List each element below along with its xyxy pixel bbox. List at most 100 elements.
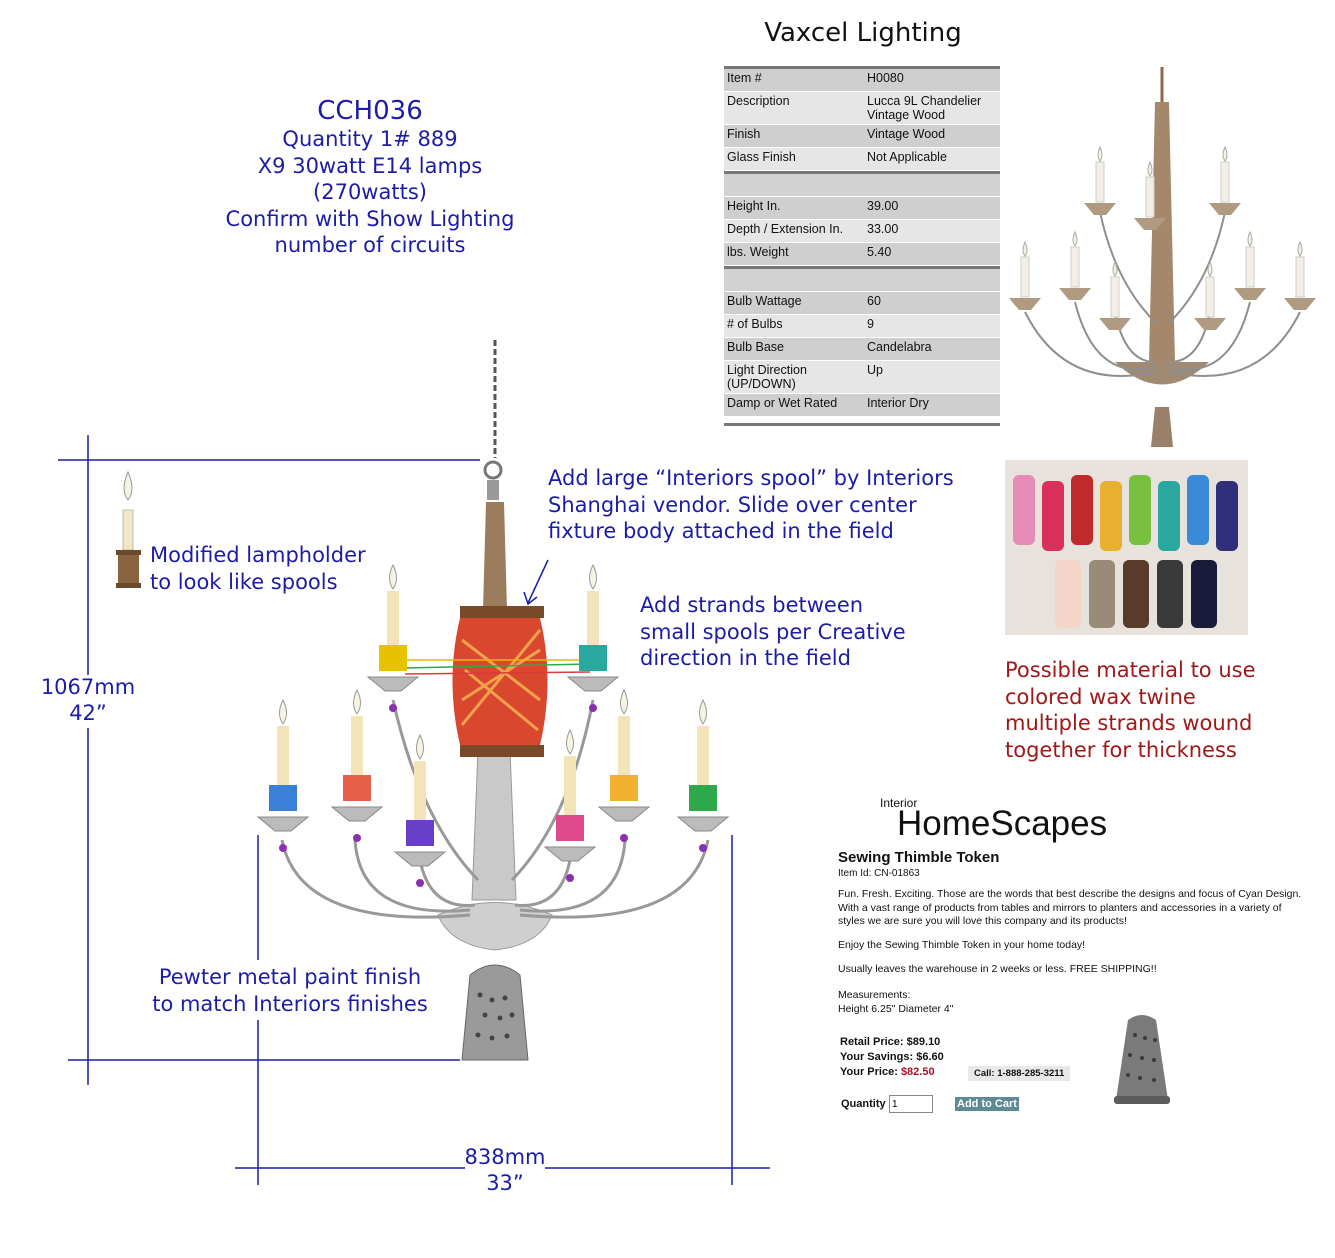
brand-small: Interior (880, 796, 918, 810)
photo-candle (1009, 240, 1041, 310)
twine-bundle (1216, 481, 1238, 551)
photo-candle (1134, 160, 1166, 230)
twine-bundle (1042, 481, 1064, 551)
candle-with-spool (597, 688, 651, 842)
photo-candle (1194, 260, 1226, 330)
price-label: Your Price: (840, 1066, 898, 1078)
candle-with-spool (393, 733, 447, 887)
note-line: Modified lampholder (150, 543, 366, 567)
measurements-label: Measurements: (838, 989, 911, 1001)
spec-label: Light Direction (UP/DOWN) (727, 363, 807, 391)
spec-line: number of circuits (274, 233, 466, 257)
spec-value: Lucca 9L Chandelier Vintage Wood (867, 94, 982, 122)
photo-candle (1284, 240, 1316, 310)
table-divider (724, 423, 1000, 426)
finish-note: Pewter metal paint finish to match Inter… (150, 964, 430, 1017)
spec-value: 9 (867, 317, 874, 331)
twine-bundle (1191, 560, 1217, 628)
spec-value: Interior Dry (867, 396, 929, 410)
product-description: Fun. Fresh. Exciting. Those are the word… (838, 888, 1302, 927)
pricing: Retail Price: $89.10 Your Savings: $6.60… (840, 1035, 944, 1080)
spec-row: Description Lucca 9L Chandelier Vintage W… (724, 92, 1000, 125)
vaxcel-title: Vaxcel Lighting (764, 18, 962, 48)
photo-candle (1084, 145, 1116, 215)
spec-row: Damp or Wet Rated Interior Dry (724, 394, 1000, 417)
note-line: Add large “Interiors spool” by Interiors (548, 466, 954, 490)
spec-label: Damp or Wet Rated (727, 396, 838, 410)
strands-note: Add strands between small spools per Cre… (640, 592, 906, 672)
photo-candle (1099, 260, 1131, 330)
savings-label: Your Savings: (840, 1051, 914, 1063)
photo-candle (1059, 230, 1091, 300)
measurements: Measurements: Height 6.25" Diameter 4" (838, 988, 953, 1016)
twine-bundle (1158, 481, 1180, 551)
note-line: colored wax twine (1005, 684, 1196, 709)
note-line: fixture body attached in the field (548, 519, 894, 543)
spec-row: Finish Vintage Wood (724, 125, 1000, 148)
twine-bundle (1089, 560, 1115, 628)
spec-row: # of Bulbs 9 (724, 315, 1000, 338)
candle-with-spool (256, 698, 310, 852)
note-line: multiple strands wound (1005, 711, 1253, 735)
twine-bundle (1157, 560, 1183, 628)
spec-section-divider (724, 171, 1000, 197)
product-title: Sewing Thimble Token (838, 849, 1000, 866)
spec-label: Description (727, 94, 790, 108)
material-note: Possible material to use colored wax twi… (1005, 657, 1256, 763)
spec-value: Vintage Wood (867, 127, 946, 141)
call-button[interactable]: Call: 1-888-285-3211 (968, 1066, 1071, 1081)
chandelier-drawing (58, 340, 770, 1185)
width-dimension: 838mm 33” (455, 1144, 555, 1196)
lampholder-note: Modified lampholder to look like spools (150, 542, 366, 595)
spec-label: Glass Finish (727, 150, 796, 164)
thimble-photo (1114, 1015, 1170, 1104)
spec-value: 39.00 (867, 199, 899, 213)
note-line: Shanghai vendor. Slide over center (548, 492, 917, 517)
quantity-input[interactable] (889, 1095, 933, 1113)
spec-row: Item #H0080 (724, 69, 1000, 92)
height-mm: 1067mm (40, 675, 136, 699)
quantity-label: Quantity (841, 1098, 886, 1110)
candle-with-spool (366, 563, 420, 712)
spec-label: Bulb Wattage (727, 294, 802, 308)
shipping-text: Usually leaves the warehouse in 2 weeks … (838, 963, 1157, 975)
spec-label: Height In. (727, 199, 781, 213)
twine-bundle (1187, 475, 1209, 545)
spec-value: Up (867, 363, 883, 377)
spec-label: Depth / Extension In. (727, 222, 844, 236)
spool-note: Add large “Interiors spool” by Interiors… (548, 465, 954, 545)
height-in: 42” (69, 701, 107, 725)
model-code: CCH036 (317, 96, 423, 126)
twine-bundle (1055, 560, 1081, 628)
wax-twine-photo (1005, 460, 1248, 635)
note-line: Add strands between (640, 593, 864, 617)
spec-value: 33.00 (867, 222, 899, 236)
spec-line: Confirm with Show Lighting (225, 206, 515, 231)
candle-with-spool (676, 698, 730, 852)
spec-note: CCH036 Quantity 1# 889 X9 30watt E14 lam… (200, 96, 540, 259)
spec-row: Light Direction (UP/DOWN) Up (724, 361, 1000, 394)
spec-label: Finish (727, 127, 761, 141)
lampholder-icon (116, 470, 141, 588)
spec-label: # of Bulbs (727, 317, 783, 331)
add-to-cart-button[interactable]: Add to Cart (955, 1097, 1019, 1111)
width-mm: 838mm (464, 1145, 546, 1169)
twine-bundle (1071, 475, 1093, 545)
twine-bundle (1129, 475, 1151, 545)
candle-with-spool (566, 563, 620, 712)
photo-candle (1234, 230, 1266, 300)
savings-value: $6.60 (916, 1051, 944, 1063)
twine-bundle (1100, 481, 1122, 551)
your-price: $82.50 (900, 1066, 935, 1078)
width-in: 33” (486, 1171, 524, 1195)
photo-candle (1209, 145, 1241, 215)
note-line: together for thickness (1005, 737, 1237, 762)
twine-bundle (1123, 560, 1149, 628)
height-dimension: 1067mm 42” (38, 674, 138, 726)
